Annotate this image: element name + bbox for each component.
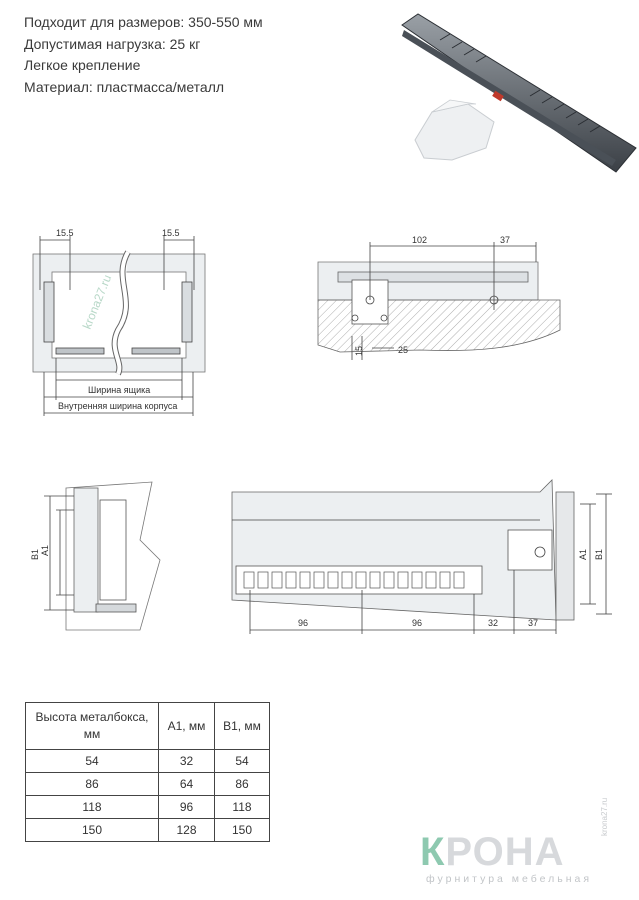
dimension-table: Высота металбокса, мм A1, мм B1, мм 54 3… — [25, 702, 270, 842]
long-view-drawing — [231, 479, 612, 634]
logo-rest: РОНА — [445, 830, 565, 874]
table-header-a1: A1, мм — [158, 702, 215, 750]
long-dim-96b: 96 — [412, 618, 422, 628]
front-view-drawing — [32, 236, 206, 416]
section-dim-a1: A1 — [40, 545, 50, 556]
logo-site: krona27.ru — [600, 797, 609, 836]
table-cell: 86 — [214, 772, 270, 796]
long-dim-a1: A1 — [578, 549, 588, 560]
table-row: 150 128 150 — [25, 818, 270, 842]
table-cell: 128 — [158, 818, 215, 842]
spec-mounting: Легкое крепление — [24, 57, 141, 73]
spec-sizes: Подходит для размеров: 350-550 мм — [24, 14, 263, 30]
table-cell: 64 — [158, 772, 215, 796]
table-header-height: Высота металбокса, мм — [25, 702, 159, 750]
side-dim-37: 37 — [500, 235, 510, 245]
section-dim-b1: B1 — [30, 549, 40, 560]
side-dim-25: 25 — [398, 345, 408, 355]
table-cell: 118 — [214, 795, 270, 819]
logo-wordmark: КРОНА — [420, 830, 564, 875]
logo-tagline: фурнитура мебельная — [426, 873, 593, 885]
spec-material: Материал: пластмасса/металл — [24, 78, 225, 95]
table-header-row: Высота металбокса, мм A1, мм B1, мм — [25, 702, 270, 750]
front-label-box-width: Ширина ящика — [88, 385, 150, 395]
specs-list: Подходит для размеров: 350-550 мм Допуст… — [24, 12, 263, 98]
long-dim-b1: B1 — [594, 549, 604, 560]
table-cell: 54 — [214, 749, 270, 773]
table-row: 118 96 118 — [25, 795, 270, 819]
long-dim-32: 32 — [488, 618, 498, 628]
table-row: 86 64 86 — [25, 772, 270, 796]
side-detail-drawing — [317, 242, 561, 360]
front-dim-right: 15.5 — [162, 228, 180, 238]
damper-product-image — [401, 13, 637, 173]
table-cell: 54 — [25, 749, 159, 773]
side-dim-102: 102 — [412, 235, 427, 245]
krona-logo: КРОНА фурнитура мебельная krona27.ru — [420, 798, 630, 890]
side-dim-15: 15 — [354, 346, 364, 356]
front-dim-left: 15.5 — [56, 228, 74, 238]
table-cell: 118 — [25, 795, 159, 819]
long-view-vent-slots — [243, 571, 465, 589]
table-cell: 150 — [25, 818, 159, 842]
front-label-inner-width: Внутренняя ширина корпуса — [58, 401, 177, 411]
table-cell: 86 — [25, 772, 159, 796]
table-row: 54 32 54 — [25, 749, 270, 773]
long-dim-96a: 96 — [298, 618, 308, 628]
table-header-b1: B1, мм — [214, 702, 270, 750]
table-cell: 150 — [214, 818, 270, 842]
long-dim-37: 37 — [528, 618, 538, 628]
side-section-drawing — [44, 481, 161, 631]
spec-load: Допустимая нагрузка: 25 кг — [24, 35, 201, 52]
logo-first-letter: К — [420, 830, 446, 874]
table-cell: 96 — [158, 795, 215, 819]
table-cell: 32 — [158, 749, 215, 773]
